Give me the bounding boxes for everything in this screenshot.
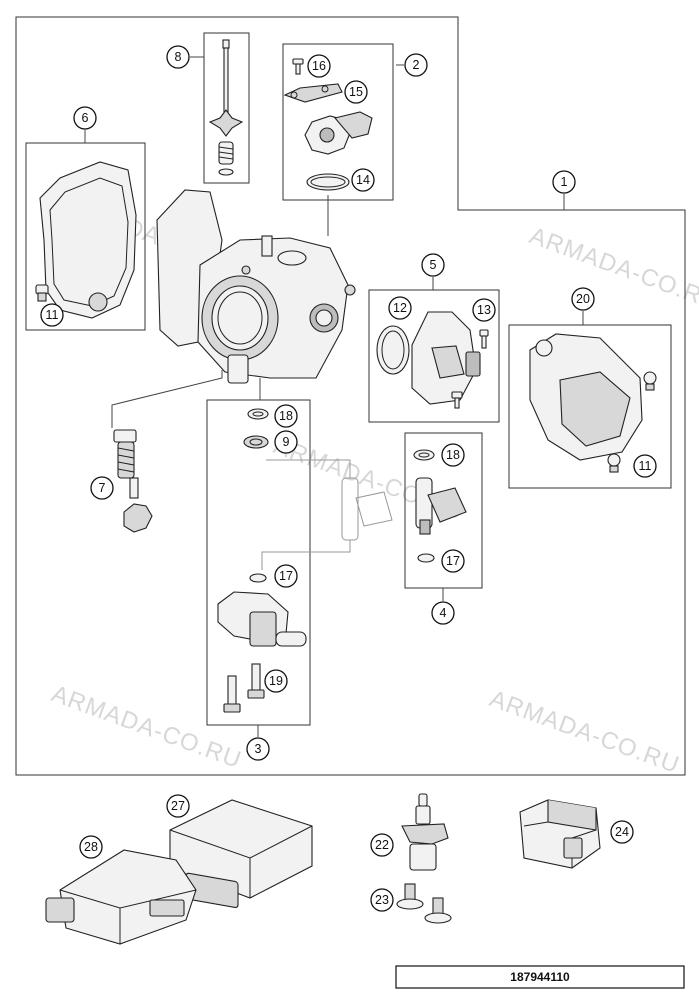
svg-text:1: 1: [561, 175, 568, 189]
leader-lines: [84, 56, 584, 737]
injector-ghost: [261, 459, 393, 570]
svg-text:18: 18: [279, 409, 293, 423]
svg-text:2: 2: [413, 58, 420, 72]
fuel-injector-assembly: [413, 449, 467, 563]
svg-text:13: 13: [477, 303, 491, 317]
svg-text:24: 24: [615, 825, 629, 839]
idle-adjust-screw: [111, 370, 223, 533]
watermark-4: ARMADA-CO.RU: [48, 680, 245, 774]
callout-19[interactable]: 19: [264, 669, 288, 693]
svg-text:3: 3: [255, 742, 262, 756]
callout-6[interactable]: 6: [73, 106, 97, 130]
callout-28[interactable]: 28: [79, 835, 103, 859]
relay-24: [519, 799, 601, 869]
svg-text:11: 11: [639, 459, 652, 473]
callout-11-cover[interactable]: 11: [40, 303, 64, 327]
watermark-5: ARMADA-CO.RU: [486, 685, 683, 779]
svg-text:9: 9: [283, 435, 290, 449]
svg-text:20: 20: [576, 292, 590, 306]
assembly-1-outline: [15, 16, 686, 776]
group-frame-20: [508, 324, 672, 489]
callout-13[interactable]: 13: [472, 298, 496, 322]
svg-text:11: 11: [46, 308, 59, 322]
callout-27[interactable]: 27: [166, 794, 190, 818]
group-frame-5: [368, 289, 500, 423]
callout-14[interactable]: 14: [351, 168, 375, 192]
svg-text:27: 27: [171, 799, 185, 813]
callout-16[interactable]: 16: [307, 54, 331, 78]
idle-screw-assembly: [208, 39, 244, 176]
callout-5[interactable]: 5: [421, 253, 445, 277]
svg-text:22: 22: [375, 838, 389, 852]
svg-text:4: 4: [440, 606, 447, 620]
ecu: [169, 799, 313, 909]
callout-22[interactable]: 22: [370, 833, 394, 857]
document-number: 187944110: [510, 970, 570, 984]
svg-text:12: 12: [393, 301, 407, 315]
fuel-rail-assembly: [217, 378, 307, 713]
svg-text:19: 19: [269, 674, 283, 688]
map-sensor-assembly: [376, 311, 489, 409]
svg-text:15: 15: [349, 85, 363, 99]
callout-8[interactable]: 8: [166, 45, 190, 69]
svg-text:5: 5: [430, 258, 437, 272]
callout-7[interactable]: 7: [90, 476, 114, 500]
cover-assembly: [35, 161, 137, 319]
document-number-box: 187944110: [395, 965, 685, 989]
callout-4[interactable]: 4: [431, 601, 455, 625]
svg-text:8: 8: [175, 50, 182, 64]
throttle-body: [156, 189, 356, 384]
group-frame-2: [282, 43, 394, 201]
svg-text:6: 6: [82, 111, 89, 125]
screws-23: [396, 883, 452, 924]
callout-20[interactable]: 20: [571, 287, 595, 311]
svg-text:23: 23: [375, 893, 389, 907]
svg-text:18: 18: [446, 448, 460, 462]
watermark-2: ARMADA-CO.RU: [526, 222, 699, 316]
callout-17-injector[interactable]: 17: [441, 549, 465, 573]
callout-18-injector[interactable]: 18: [441, 443, 465, 467]
callout-9[interactable]: 9: [274, 430, 298, 454]
callout-23[interactable]: 23: [370, 888, 394, 912]
callout-12[interactable]: 12: [388, 296, 412, 320]
svg-text:17: 17: [279, 569, 293, 583]
control-module: [45, 849, 197, 945]
svg-text:7: 7: [99, 481, 106, 495]
svg-text:28: 28: [84, 840, 98, 854]
callout-24[interactable]: 24: [610, 820, 634, 844]
callout-15[interactable]: 15: [344, 80, 368, 104]
callout-3[interactable]: 3: [246, 737, 270, 761]
sensor-cover-assembly: [529, 333, 657, 473]
throttle-sensor-assembly: [283, 58, 373, 191]
svg-text:16: 16: [312, 59, 326, 73]
callout-1[interactable]: 1: [552, 170, 576, 194]
svg-text:14: 14: [356, 173, 370, 187]
callout-2[interactable]: 2: [404, 53, 428, 77]
callout-17-fuel-rail[interactable]: 17: [274, 564, 298, 588]
callout-18-fuel-rail[interactable]: 18: [274, 404, 298, 428]
svg-text:17: 17: [446, 554, 460, 568]
pressure-sensor: [401, 793, 449, 871]
group-frame-8: [203, 32, 250, 184]
watermarks: ARMADA-CO.RU ARMADA-CO.RU ARMADA-CO.RU A…: [48, 188, 699, 779]
callout-11-sensor-cover[interactable]: 11: [633, 454, 657, 478]
